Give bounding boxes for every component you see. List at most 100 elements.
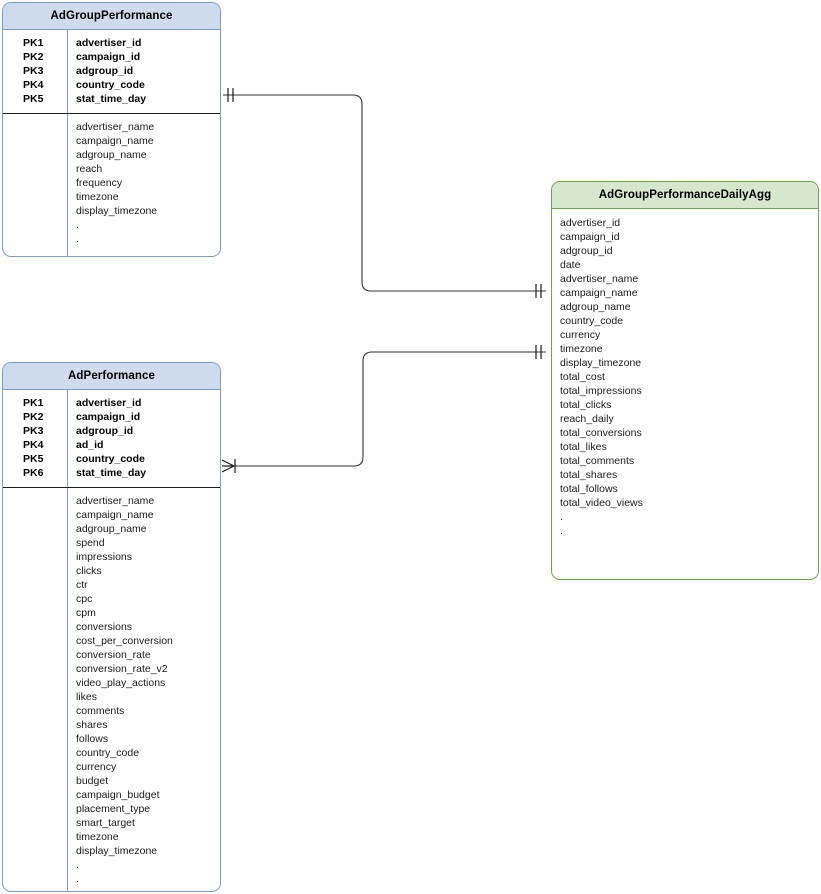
primary-key-field: stat_time_day <box>76 467 147 479</box>
attribute-field: cost_per_conversion <box>76 635 173 647</box>
entity-adgroup-performance-daily-agg[interactable]: AdGroupPerformanceDailyAgg advertiser_id… <box>551 181 819 580</box>
attribute-field: placement_type <box>76 803 151 815</box>
attribute-field: . <box>76 873 79 885</box>
attribute-field: shares <box>76 719 108 731</box>
field-row: campaign_id <box>560 231 620 243</box>
attribute-field: advertiser_name <box>76 121 155 133</box>
attribute-field: campaign_name <box>76 135 154 147</box>
primary-key-field: adgroup_id <box>76 425 134 437</box>
primary-key-field: country_code <box>76 453 145 465</box>
attribute-field: campaign_budget <box>76 789 160 801</box>
field-row: . <box>560 511 563 523</box>
primary-key-label: PK2 <box>23 411 44 423</box>
primary-key-field: stat_time_day <box>76 93 147 105</box>
primary-key-field: campaign_id <box>76 411 141 423</box>
attribute-gutter <box>3 488 68 891</box>
entity-title-ad-performance: AdPerformance <box>3 363 220 390</box>
attribute-field: campaign_name <box>76 509 154 521</box>
primary-key-label: PK5 <box>23 453 44 465</box>
attribute-field: conversion_rate_v2 <box>76 663 168 675</box>
cardinality-one-and-only-one-right <box>535 284 542 298</box>
field-row: total_video_views <box>560 497 643 509</box>
field-row: total_follows <box>560 483 618 495</box>
relationship-adperformance-dailyagg[interactable] <box>221 345 546 473</box>
attribute-field: cpm <box>76 607 96 619</box>
field-row: total_comments <box>560 455 635 467</box>
field-row: total_likes <box>560 441 607 453</box>
attribute-field: likes <box>76 691 98 703</box>
attribute-field: follows <box>76 733 109 745</box>
attribute-fields: advertiser_name campaign_name adgroup_name… <box>68 114 220 256</box>
attribute-field: spend <box>76 537 105 549</box>
attribute-field: video_play_actions <box>76 677 166 689</box>
attribute-field: country_code <box>76 747 140 759</box>
primary-key-label: PK6 <box>23 467 44 479</box>
attribute-field: comments <box>76 705 125 717</box>
field-row: display_timezone <box>560 357 642 369</box>
field-row: adgroup_name <box>560 301 631 313</box>
cardinality-one-and-only-one-right-2 <box>535 345 542 359</box>
primary-key-label: PK4 <box>23 439 44 451</box>
field-row: total_cost <box>560 371 605 383</box>
cardinality-one-and-only-one-left <box>227 88 234 102</box>
attribute-field: impressions <box>76 551 133 563</box>
field-row: total_conversions <box>560 427 642 439</box>
primary-key-field: adgroup_id <box>76 65 134 77</box>
primary-key-label: PK1 <box>23 397 44 409</box>
primary-key-label: PK3 <box>23 65 44 77</box>
field-row: . <box>560 525 563 537</box>
field-row: campaign_name <box>560 287 638 299</box>
field-row: total_clicks <box>560 399 612 411</box>
attribute-field: timezone <box>76 831 119 843</box>
attribute-gutter <box>3 114 68 256</box>
attribute-field: timezone <box>76 191 119 203</box>
attribute-field: conversion_rate <box>76 649 151 661</box>
field-row: timezone <box>560 343 603 355</box>
attribute-field: . <box>76 233 79 245</box>
field-row: reach_daily <box>560 413 614 425</box>
relationship-adgroupperformance-dailyagg[interactable] <box>223 88 546 298</box>
entity-title-adgroup-performance-daily-agg: AdGroupPerformanceDailyAgg <box>552 182 818 209</box>
attribute-field: budget <box>76 775 109 787</box>
field-row: country_code <box>560 315 624 327</box>
attribute-field: cpc <box>76 593 93 605</box>
field-row: total_shares <box>560 469 618 481</box>
attribute-field: adgroup_name <box>76 149 147 161</box>
attribute-field: . <box>76 219 79 231</box>
attribute-section: advertiser_name campaign_name adgroup_name… <box>3 488 220 891</box>
attribute-field: reach <box>76 163 103 175</box>
field-row: adgroup_id <box>560 245 613 257</box>
primary-key-label: PK1 <box>23 37 44 49</box>
primary-key-label: PK4 <box>23 79 44 91</box>
attribute-field: frequency <box>76 177 123 189</box>
attribute-fields: advertiser_name campaign_name adgroup_name… <box>68 488 220 891</box>
primary-key-field: ad_id <box>76 439 104 451</box>
primary-key-label: PK5 <box>23 93 44 105</box>
attribute-field: smart_target <box>76 817 135 829</box>
field-row: total_impressions <box>560 385 642 397</box>
primary-key-field: advertiser_id <box>76 37 142 49</box>
attribute-field: display_timezone <box>76 845 158 857</box>
attribute-field: conversions <box>76 621 133 633</box>
attribute-field: adgroup_name <box>76 523 147 535</box>
entity-title-adgroup-performance: AdGroupPerformance <box>3 3 220 30</box>
field-row: advertiser_id <box>560 217 621 229</box>
attribute-field: currency <box>76 761 117 773</box>
primary-key-field: advertiser_id <box>76 397 142 409</box>
attribute-field: clicks <box>76 565 102 577</box>
field-row: advertiser_name <box>560 273 639 285</box>
cardinality-many-crowsfoot <box>221 459 236 473</box>
field-row: currency <box>560 329 601 341</box>
attribute-field: advertiser_name <box>76 495 155 507</box>
